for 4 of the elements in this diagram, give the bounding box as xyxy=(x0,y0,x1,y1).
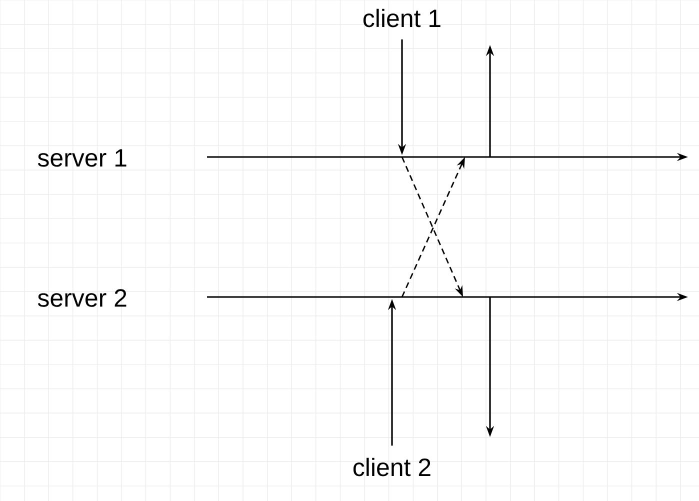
timeline-label: server 2 xyxy=(38,289,126,307)
timeline-label: server 1 xyxy=(38,149,126,167)
client-label: client 2 xyxy=(353,458,430,476)
client-label: client 1 xyxy=(363,8,440,28)
